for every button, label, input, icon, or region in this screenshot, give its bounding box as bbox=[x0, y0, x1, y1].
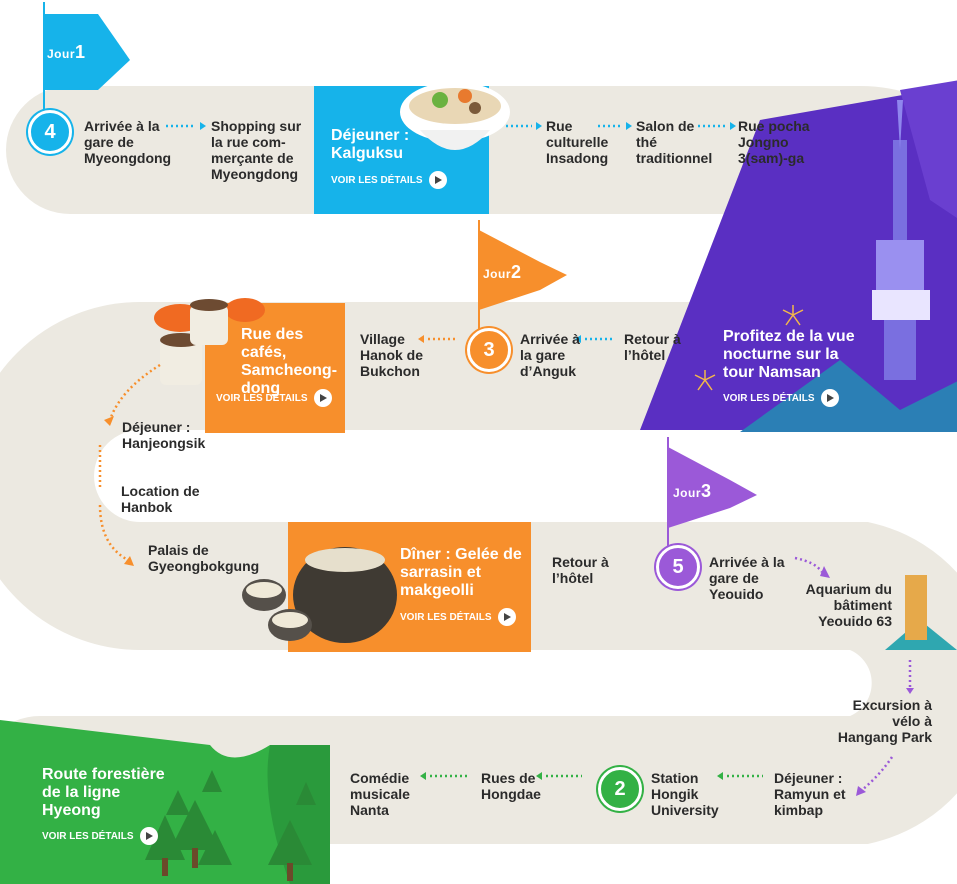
cafe-panel-bg bbox=[205, 303, 345, 433]
stop-hangang-bike: Excursion à vélo à Hangang Park bbox=[837, 697, 932, 745]
dinner-panel-title: Dîner : Gelée de sarrasin et makgeolli bbox=[400, 546, 522, 599]
start-badge-day3b: 2 bbox=[598, 767, 642, 811]
stop-hanjeongsik: Déjeuner : Hanjeongsik bbox=[122, 419, 206, 451]
forest-area bbox=[0, 720, 330, 884]
firework-icon bbox=[694, 305, 804, 391]
flag-day3-label: Jour3 bbox=[673, 481, 712, 501]
stop-aquarium: Aquarium du bâtiment Yeouido 63 bbox=[805, 581, 892, 629]
dinner-details-link[interactable]: VOIR LES DÉTAILS bbox=[400, 608, 516, 626]
flag-day1-icon bbox=[43, 2, 130, 110]
start-badge-day1: 4 bbox=[28, 110, 72, 154]
play-icon bbox=[139, 827, 158, 845]
cafe-panel-title: Rue des cafés, Samcheong-dong bbox=[241, 326, 338, 397]
stop-yeouido-station: Arrivée à la gare de Yeouido bbox=[709, 554, 785, 602]
play-icon bbox=[428, 171, 447, 189]
arrow-icons bbox=[104, 122, 914, 796]
play-icon bbox=[313, 389, 332, 407]
night-details-link[interactable]: VOIR LES DÉTAILS bbox=[723, 389, 839, 407]
stop-myeongdong-shopping: Shopping sur la rue com-merçante de Myeo… bbox=[211, 118, 302, 182]
stop-return-hotel-2: Retour à l’hôtel bbox=[552, 554, 609, 586]
flag-day2-label: Jour2 bbox=[483, 262, 522, 282]
stop-hanbok-rental: Location de Hanbok bbox=[121, 483, 200, 515]
lunch-panel-title: Déjeuner : Kalguksu bbox=[331, 127, 410, 162]
start-badge-day3: 5 bbox=[656, 545, 700, 589]
stop-bukchon: Village Hanok de Bukchon bbox=[360, 331, 424, 379]
stop-insadong: Rue culturelle Insadong bbox=[546, 118, 609, 166]
stop-gyeongbokgung: Palais de Gyeongbokgung bbox=[148, 542, 260, 574]
stop-anguk-station: Arrivée à la gare d’Anguk bbox=[520, 331, 580, 379]
stop-myeongdong-station: Arrivée à la gare de Myeongdong bbox=[84, 118, 172, 166]
flag-day3-icon bbox=[667, 437, 757, 550]
forest-details-link[interactable]: VOIR LES DÉTAILS bbox=[42, 827, 158, 845]
play-icon bbox=[820, 389, 839, 407]
cafe-dessert-icon bbox=[154, 298, 265, 385]
forest-panel-title: Route forestière de la ligne Hyeong bbox=[42, 766, 165, 819]
yeouido-63-building-icon bbox=[885, 575, 957, 650]
stop-pocha-street: Rue pocha Jongno 3(sam)-ga bbox=[738, 118, 810, 166]
stop-nanta: Comédie musicale Nanta bbox=[350, 770, 410, 818]
flag-day2-icon bbox=[478, 220, 567, 335]
makgeolli-pot-icon bbox=[242, 547, 397, 643]
namsan-tower-icon bbox=[872, 100, 930, 380]
stop-return-hotel: Retour à l’hôtel bbox=[624, 331, 681, 363]
night-panel-title: Profitez de la vue nocturne sur la tour … bbox=[723, 328, 855, 381]
cafe-details-link[interactable]: VOIR LES DÉTAILS bbox=[216, 389, 332, 407]
kalguksu-bowl-icon bbox=[400, 82, 510, 150]
flag-day1-label: Jour1 bbox=[47, 42, 86, 62]
stop-hongdae: Rues de Hongdae bbox=[481, 770, 541, 802]
night-panel-bg bbox=[640, 85, 957, 430]
start-badge-day2: 3 bbox=[467, 328, 511, 372]
winding-path bbox=[0, 86, 957, 844]
tree-icon bbox=[145, 770, 316, 881]
lunch-details-link[interactable]: VOIR LES DÉTAILS bbox=[331, 171, 447, 189]
stop-tea-house: Salon de thé traditionnel bbox=[636, 118, 713, 166]
play-icon bbox=[497, 608, 516, 626]
stop-ramyun-lunch: Déjeuner : Ramyun et kimbap bbox=[774, 770, 846, 818]
stop-hongik-station: Station Hongik University bbox=[651, 770, 719, 818]
